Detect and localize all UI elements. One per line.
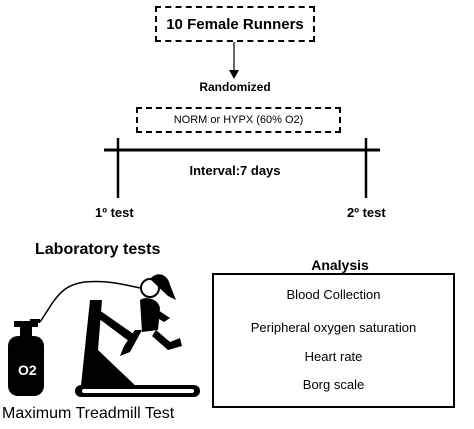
lab-tests-title: Laboratory tests — [35, 241, 161, 258]
test2-label: 2º test — [347, 205, 386, 220]
analysis-box: Blood Collection Peripheral oxygen satur… — [212, 273, 455, 408]
treadmill-test-caption: Maximum Treadmill Test — [2, 405, 175, 422]
interval-label: Interval:7 days — [189, 163, 281, 178]
o2-label: O2 — [18, 362, 37, 378]
analysis-item-oxygen-saturation: Peripheral oxygen saturation — [250, 320, 417, 335]
oxygen-cylinder-icon: O2 — [8, 319, 44, 396]
analysis-item-blood-collection: Blood Collection — [286, 287, 381, 302]
analysis-item-borg-scale: Borg scale — [302, 377, 365, 392]
arrow-head — [229, 70, 239, 79]
condition-box: NORM or HYPX (60% O2) — [136, 107, 341, 133]
treadmill-icon — [75, 300, 200, 397]
test1-label: 1º test — [95, 205, 134, 220]
randomized-label: Randomized — [199, 80, 271, 94]
analysis-title: Analysis — [311, 257, 369, 273]
analysis-item-heart-rate: Heart rate — [304, 349, 363, 364]
runner-icon — [120, 274, 182, 356]
participants-box: 10 Female Runners — [155, 6, 315, 42]
oxygen-tube — [39, 280, 141, 323]
